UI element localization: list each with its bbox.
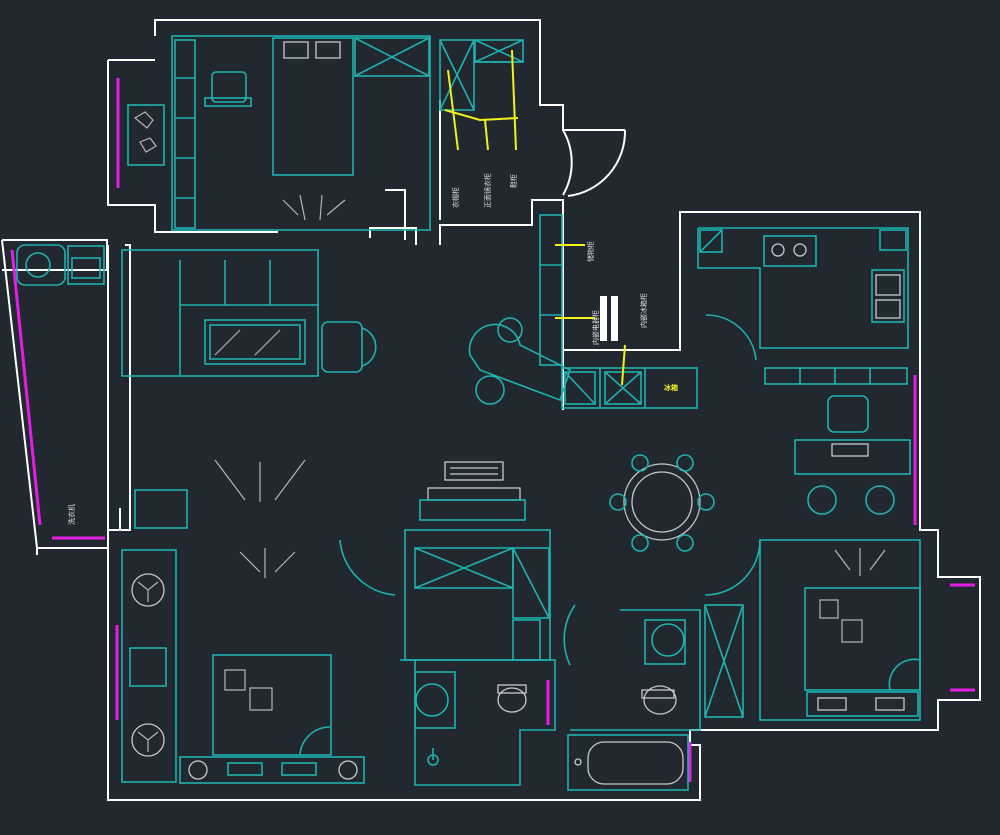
wardrobe-label-3: 鞋柜: [509, 174, 518, 188]
storage-cabinets: 冰箱 储物柜 内嵌电器柜 内嵌冰箱柜: [468, 214, 698, 409]
washbasin-icon: [415, 683, 449, 717]
dining-table-icon: [623, 463, 701, 541]
entry-wardrobes: 衣帽柜 正面镜衣柜 鞋柜: [439, 39, 627, 208]
walls: [1, 19, 981, 801]
toilet-icon: [643, 685, 677, 715]
plant-icon: [131, 723, 165, 757]
stove-icon: [763, 235, 817, 267]
armchair-icon: [321, 321, 363, 373]
fridge-tag: 冰箱: [664, 383, 678, 392]
bathroom-2: [567, 604, 744, 791]
wardrobe-label-2: 正面镜衣柜: [483, 173, 492, 208]
piano-icon: [444, 461, 504, 481]
kitchen-sink-icon: [871, 269, 905, 323]
top-bedroom: [127, 35, 431, 231]
storage-label: 储物柜: [586, 241, 595, 262]
washbasin-icon: [16, 244, 66, 286]
double-bed-icon: [272, 37, 354, 176]
plant-icon: [127, 104, 165, 166]
double-bed-icon: [804, 587, 921, 691]
master-bedroom: [121, 548, 365, 784]
toilet-icon: [497, 687, 527, 713]
bathroom-1: [400, 659, 556, 786]
desk-chair-icon: [827, 395, 869, 433]
laundry: 洗衣机: [16, 244, 105, 525]
fridge-label: 内嵌冰箱柜: [639, 293, 648, 328]
washer-label: 洗衣机: [67, 504, 76, 525]
bathtub-icon: [567, 734, 689, 791]
coffee-table-icon: [204, 319, 306, 365]
kitchen: [697, 227, 911, 515]
second-bedroom: [759, 539, 921, 721]
washbasin-icon: [651, 623, 685, 657]
center-area: [339, 461, 761, 666]
double-bed-icon: [212, 654, 332, 756]
plant-icon: [131, 573, 165, 607]
windows: [10, 78, 975, 782]
cabinet-label: 内嵌电器柜: [591, 310, 600, 345]
sofa-icon: [121, 249, 319, 377]
wardrobe-label-1: 衣帽柜: [451, 187, 460, 208]
desk-chair-icon: [211, 71, 247, 103]
living-room: [121, 249, 377, 529]
dining: [609, 454, 715, 552]
